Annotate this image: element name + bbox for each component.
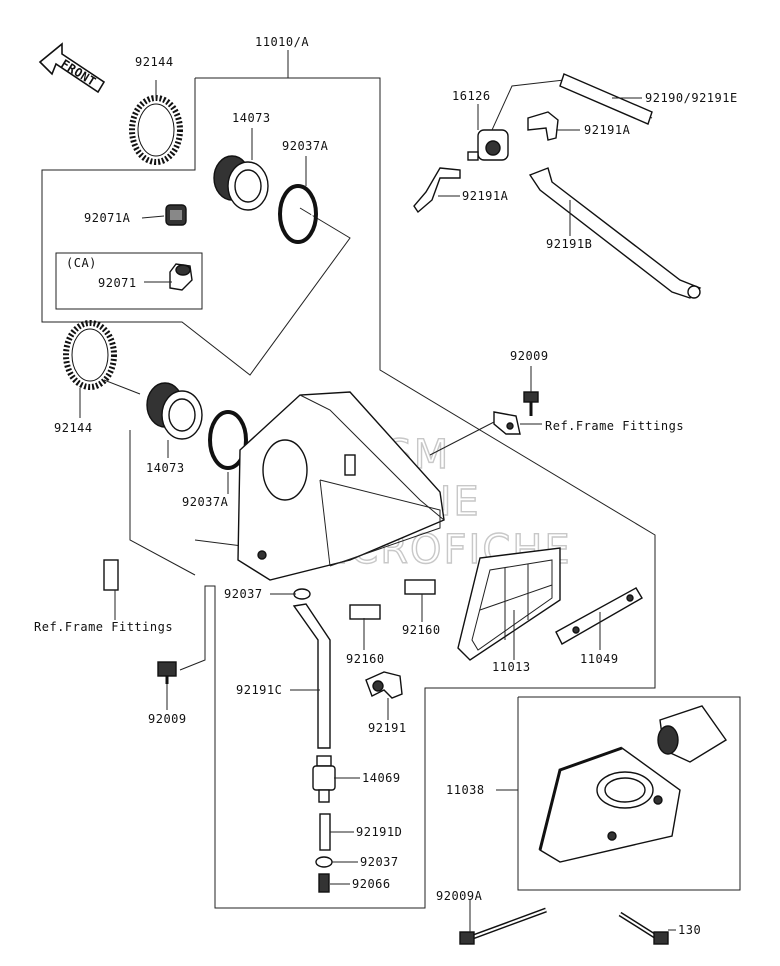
label-11010a: 11010/A — [255, 35, 309, 49]
hose-92190 — [491, 73, 653, 131]
label-92160-right: 92160 — [402, 623, 441, 637]
label-ref-frame-right: Ref.Frame Fittings — [545, 419, 684, 433]
clamp-spring-92144-mid — [63, 320, 117, 390]
label-92191b: 92191B — [546, 237, 592, 251]
clamp-92037a-top — [278, 184, 318, 244]
label-92037a-top: 92037A — [282, 139, 329, 153]
pad-92160-right — [404, 579, 436, 595]
duct-14073-top — [213, 155, 269, 211]
screw-92009-top — [523, 391, 539, 416]
bolt-92009-left — [157, 661, 177, 684]
label-11049: 11049 — [580, 652, 619, 666]
hose-92191a-left — [413, 167, 461, 214]
holder-11049 — [555, 587, 643, 645]
label-92009a: 92009A — [436, 889, 483, 903]
label-92191a-right: 92191A — [584, 123, 631, 137]
plug-92066 — [318, 873, 330, 893]
label-ca: (CA) — [66, 256, 97, 270]
label-16126: 16126 — [452, 89, 491, 103]
air-cleaner-housing — [237, 391, 445, 581]
label-92144-mid: 92144 — [54, 421, 93, 435]
block-frame-left — [103, 559, 119, 591]
duct-14073-mid — [146, 382, 203, 440]
clip-92037-top — [293, 588, 311, 600]
ca-box — [55, 252, 203, 310]
label-130: 130 — [678, 923, 701, 937]
label-92037a-mid: 92037A — [182, 495, 229, 509]
hose-92191a-right — [527, 111, 559, 141]
label-92037-low: 92037 — [360, 855, 399, 869]
drain-14069 — [312, 755, 336, 803]
valve-16126 — [467, 129, 509, 161]
clip-92037-low — [315, 856, 333, 868]
duct-cover-top — [657, 705, 728, 763]
cover-11038 — [538, 746, 681, 863]
label-92009-left: 92009 — [148, 712, 187, 726]
label-11038: 11038 — [446, 783, 485, 797]
label-14073-mid: 14073 — [146, 461, 185, 475]
pad-92160-left — [349, 604, 381, 620]
label-92009-top: 92009 — [510, 349, 549, 363]
hose-92191b — [528, 167, 702, 299]
nut-92071a — [165, 204, 187, 226]
label-92037-top: 92037 — [224, 587, 263, 601]
label-92191: 92191 — [368, 721, 407, 735]
filter-element-11013 — [457, 547, 561, 661]
clamp-spring-92144-top — [129, 95, 183, 165]
label-92191d: 92191D — [356, 825, 402, 839]
bolt-92009a — [459, 907, 547, 945]
bracket-frame-right — [493, 411, 521, 435]
label-92071: 92071 — [98, 276, 137, 290]
hose-92191c — [292, 603, 331, 749]
front-arrow-icon: FRONT — [38, 42, 106, 94]
bolt-130 — [618, 911, 669, 945]
label-14073-top: 14073 — [232, 111, 271, 125]
elbow-92071 — [169, 263, 193, 291]
leader-lines — [79, 80, 676, 932]
elbow-92191 — [365, 671, 403, 699]
label-92190-92191e: 92190/92191E — [645, 91, 738, 105]
label-92066: 92066 — [352, 877, 391, 891]
clamp-92037a-mid — [208, 410, 248, 470]
label-92144-top: 92144 — [135, 55, 174, 69]
label-ref-frame-left: Ref.Frame Fittings — [34, 620, 173, 634]
label-14069: 14069 — [362, 771, 401, 785]
label-92160-left: 92160 — [346, 652, 385, 666]
label-11013: 11013 — [492, 660, 531, 674]
label-92191c: 92191C — [236, 683, 282, 697]
front-arrow-label: FRONT — [58, 57, 98, 89]
tube-92191d — [319, 813, 331, 851]
label-92191a-left: 92191A — [462, 189, 509, 203]
label-92071a: 92071A — [84, 211, 131, 225]
